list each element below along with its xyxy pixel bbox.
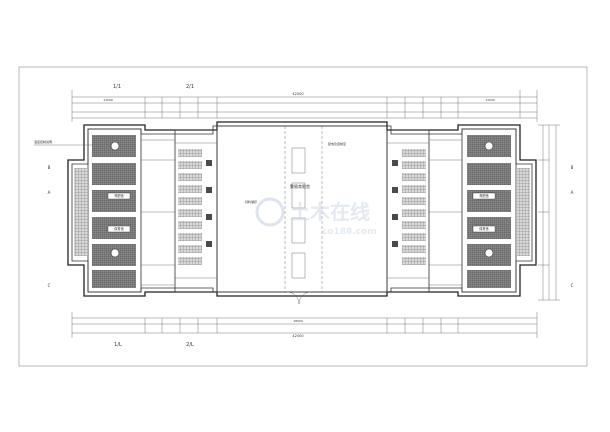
axis-label-right-mid: A [571,190,574,195]
top-right-dimension: 11500 [485,98,495,102]
bottom-dimension-lines [71,312,538,338]
left-note-label: 温度控制说明 [34,139,52,144]
bottom-overall-dimension: 42000 [292,334,303,338]
center-note-label-2: 饲料储存 [245,199,257,204]
bottom-center-dimension: 18000 [293,319,303,323]
watermark-text: 土木在线 [290,200,370,224]
center-hall-label: 繁殖育肥舍 [290,183,310,189]
left-lower-room-label: 保育舍 [114,226,124,231]
axis-label-left-mid: A [48,190,51,195]
axis-label-right-bottom: C [571,283,574,288]
top-left-dimension: 11500 [103,98,113,102]
right-service-column [386,129,430,293]
center-note-label: 配电及控制室 [328,141,346,146]
right-dimension-lines [538,124,560,301]
right-wing-pens [428,128,530,293]
top-overall-dimension: 42000 [292,92,303,96]
watermark-sub: co188.com [322,227,377,237]
axis-label-left-bottom: C [48,283,51,288]
left-upper-room-label: 育肥舍 [114,193,124,198]
axis-label-bottom-left: 1/L [114,342,122,348]
left-wing-pens [74,128,176,293]
axis-label-top-mid: 2/1 [186,84,194,90]
top-dimension-lines [71,90,538,122]
axis-label-right-top: B [571,165,574,170]
axis-label-bottom-mid: 2/L [186,342,194,348]
right-upper-room-label: 育肥舍 [479,193,489,198]
right-lower-room-label: 保育舍 [479,226,489,231]
left-service-column [174,129,218,293]
axis-label-top-left: 1/1 [113,84,121,90]
axis-label-left-top: B [48,165,51,170]
sheet-border [18,66,588,367]
watermark: 土木在线 co188.com [255,197,377,237]
